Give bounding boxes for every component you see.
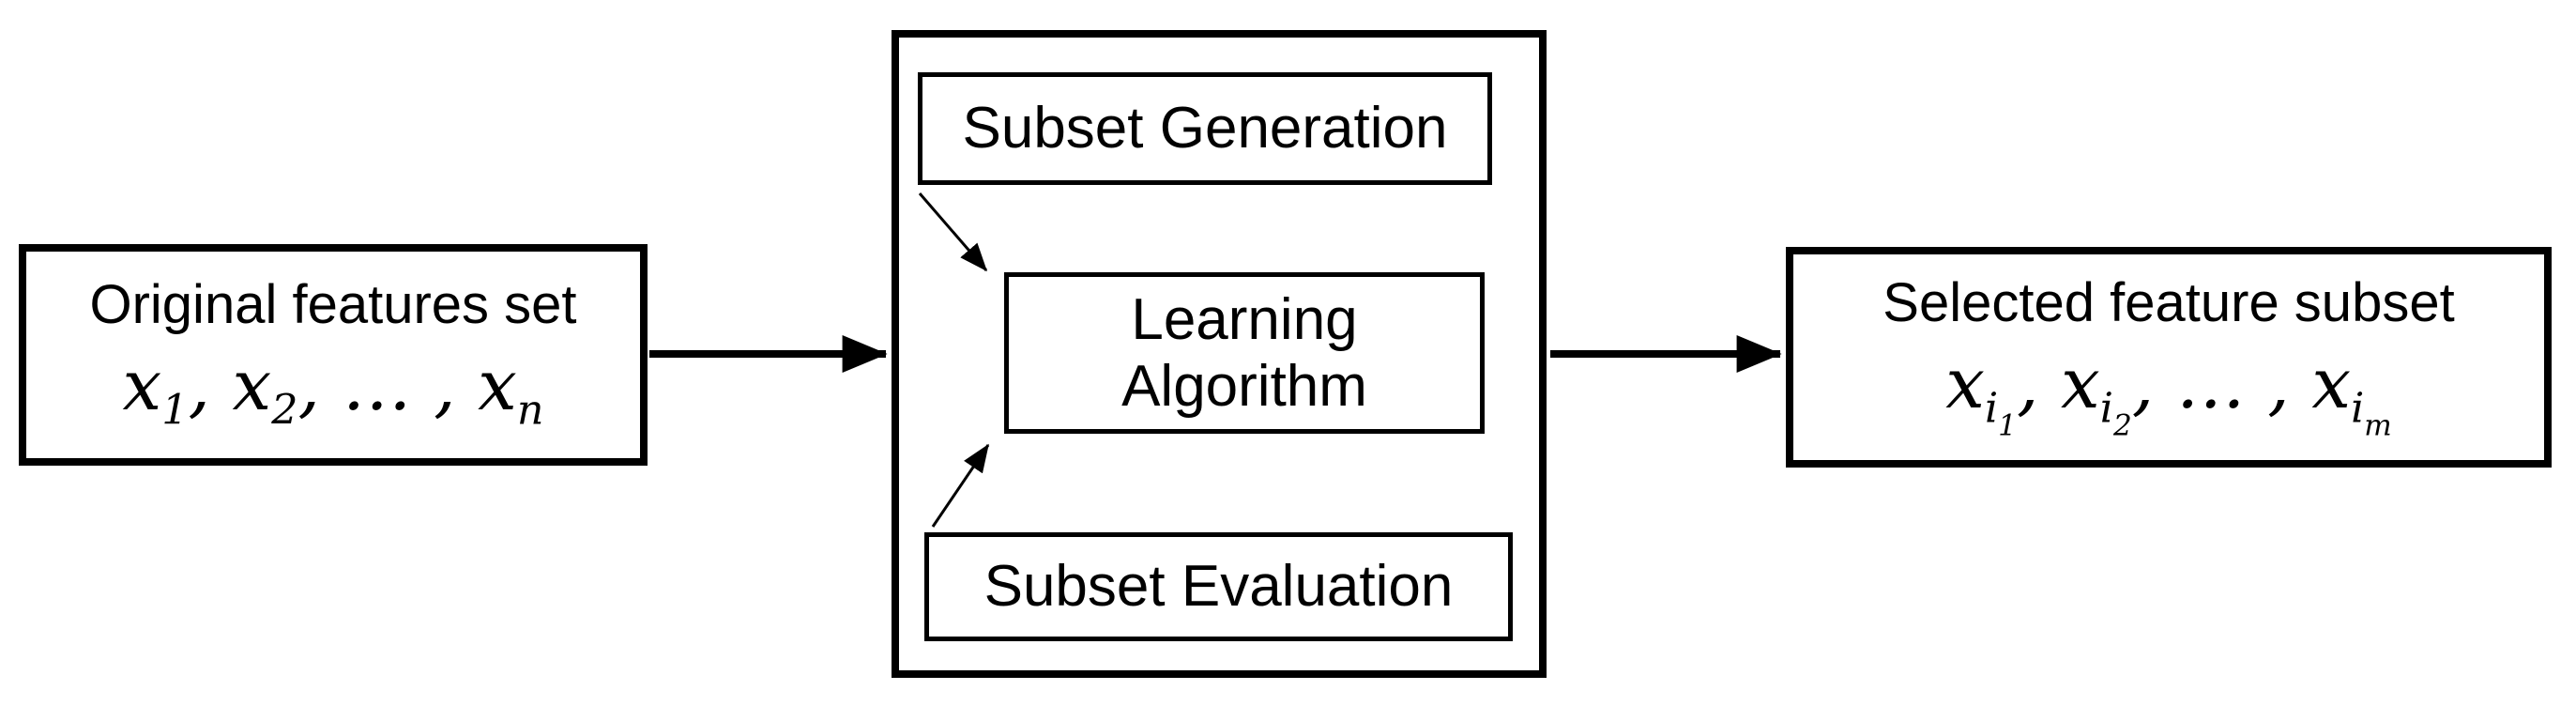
subset-generation-label: Subset Generation <box>962 96 1448 161</box>
selected-subset-formula: xi1, xi2, … , xim <box>1945 343 2392 443</box>
original-features-formula: x1, x2, … , xn <box>122 345 544 435</box>
learning-algorithm-line-1: Learning <box>1131 286 1358 352</box>
original-features-box: Original features set x1, x2, … , xn <box>19 244 648 466</box>
subset-evaluation-box: Subset Evaluation <box>924 532 1513 641</box>
original-features-title: Original features set <box>89 274 577 336</box>
selected-subset-box: Selected feature subset xi1, xi2, … , xi… <box>1786 247 2552 468</box>
learning-algorithm-line-2: Algorithm <box>1121 354 1367 419</box>
selected-subset-title: Selected feature subset <box>1882 271 2455 333</box>
learning-algorithm-box: Learning Algorithm <box>1004 272 1485 434</box>
process-container-box: Subset Generation Learning Algorithm Sub… <box>892 30 1547 678</box>
subset-evaluation-label: Subset Evaluation <box>983 554 1454 620</box>
subset-generation-box: Subset Generation <box>918 72 1492 185</box>
